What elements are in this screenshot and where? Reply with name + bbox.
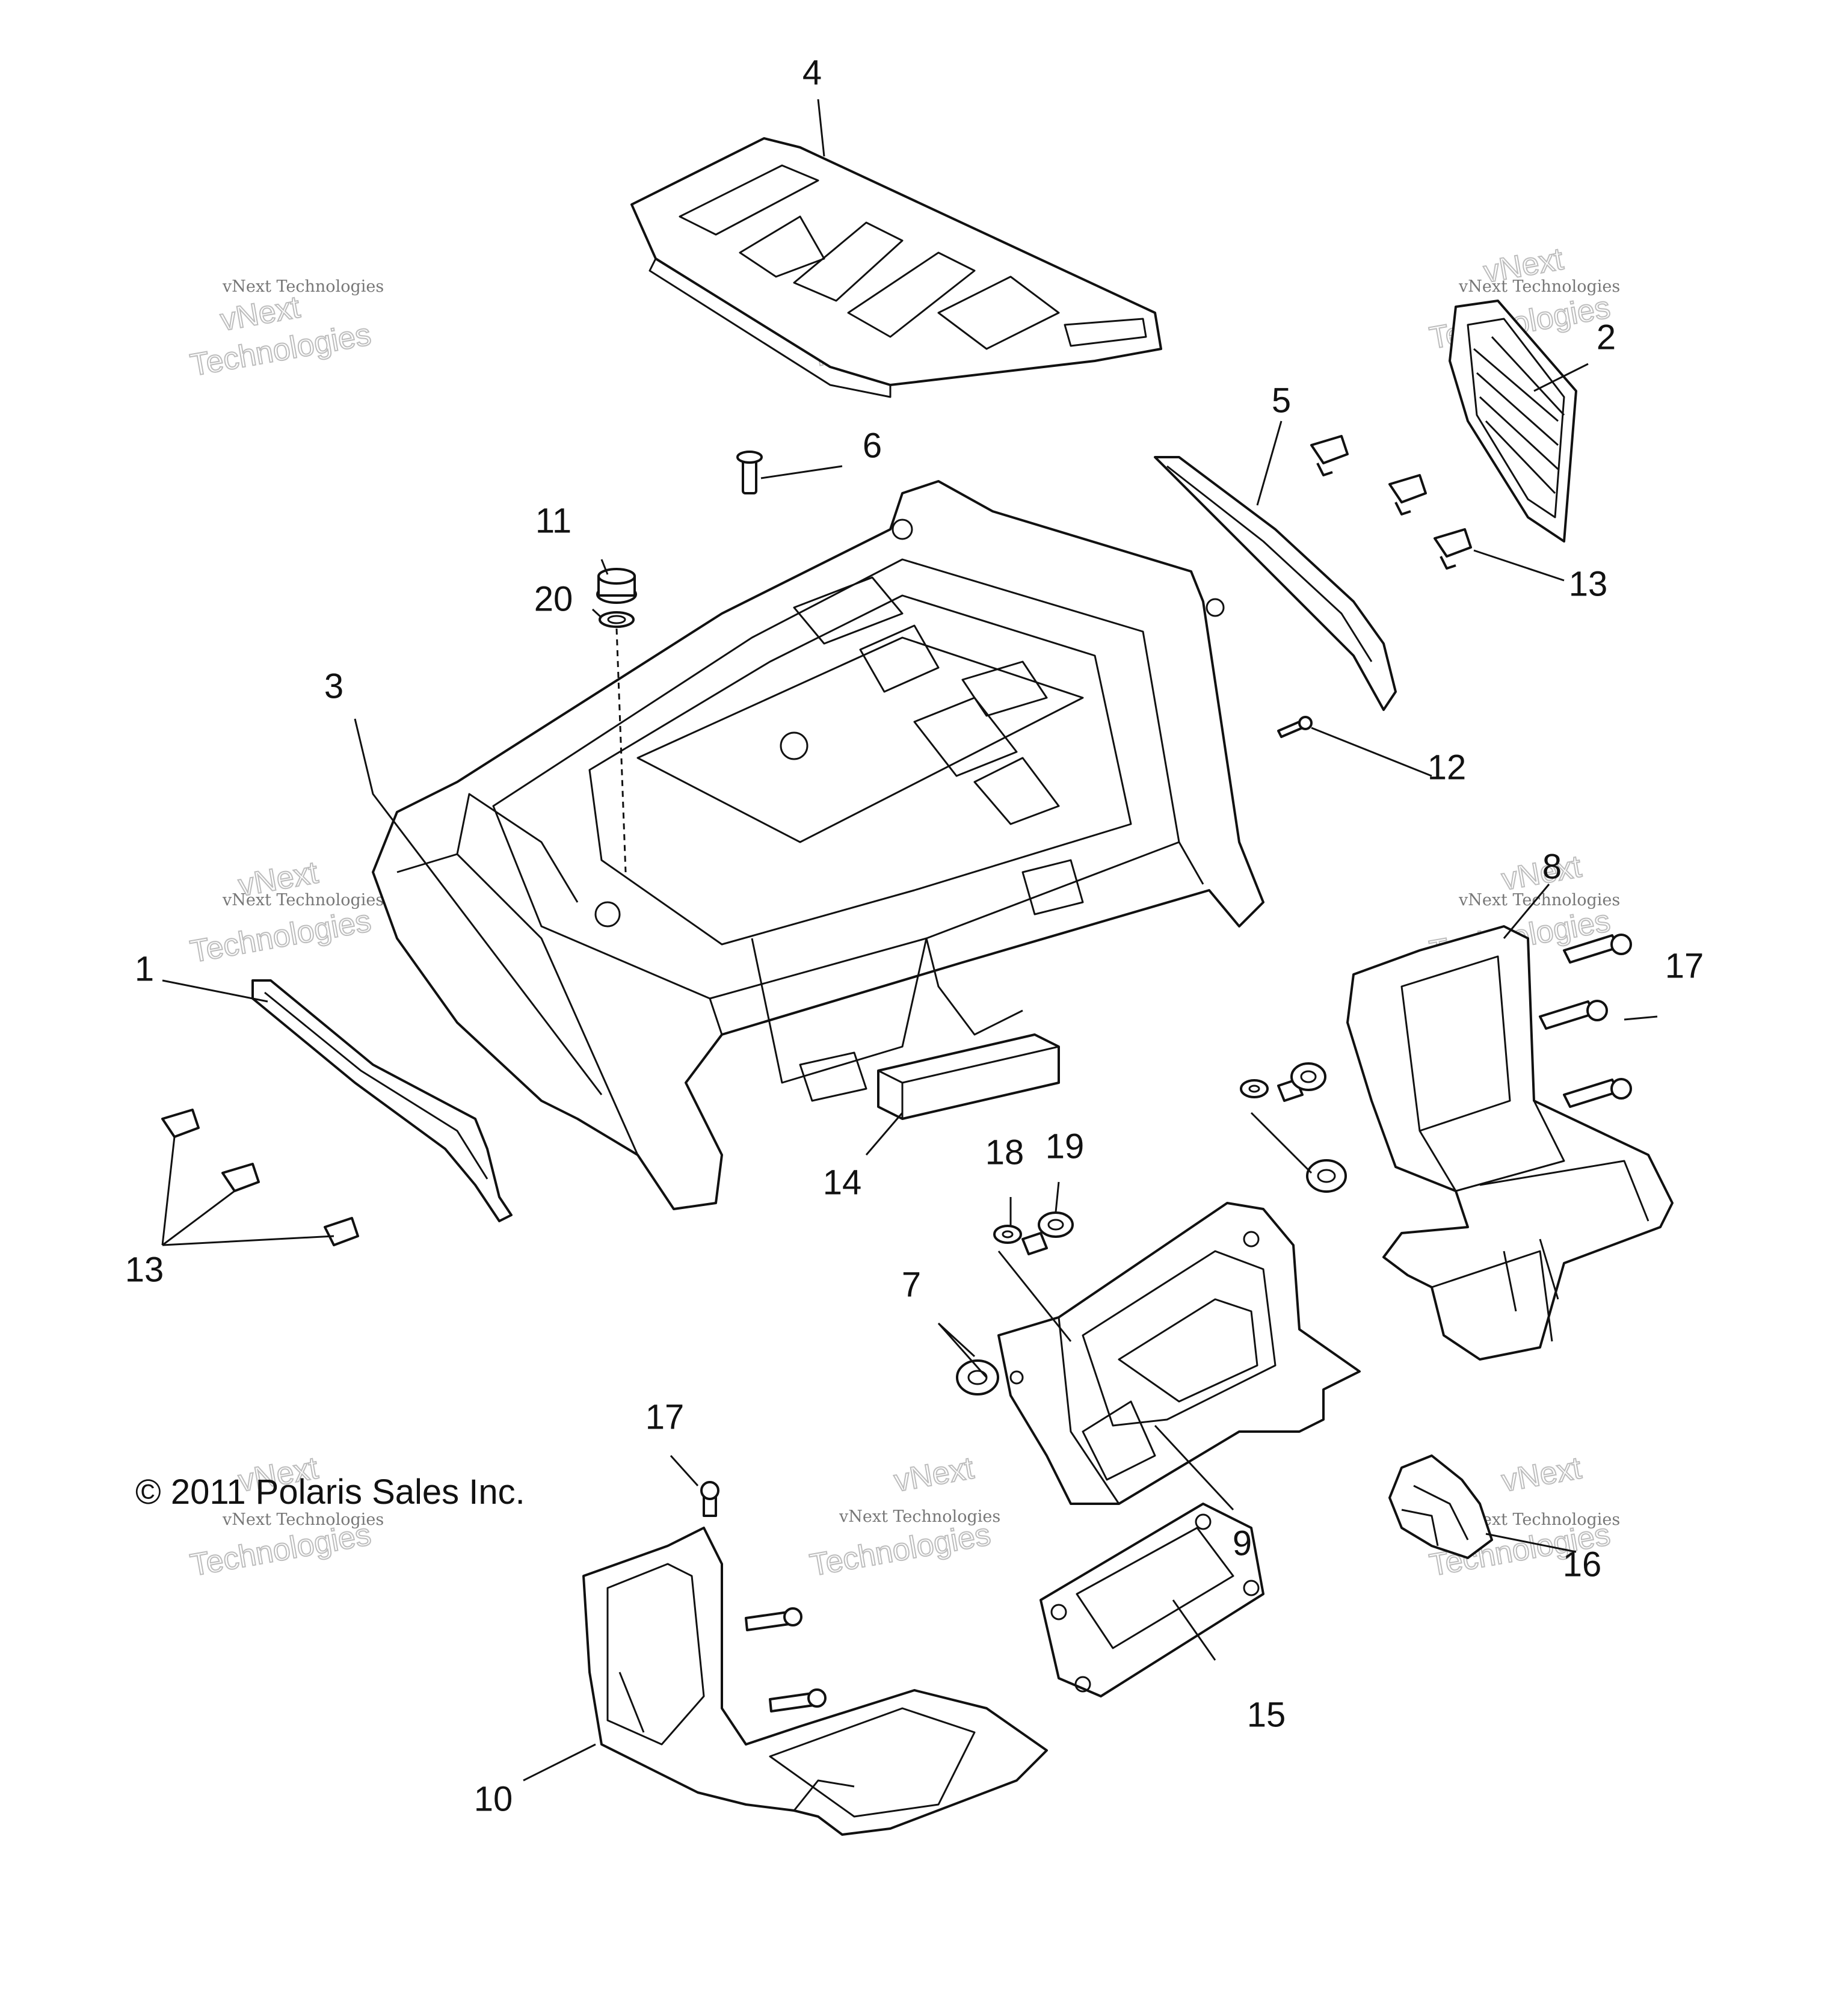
fastener-17-bolt-2: [1539, 1000, 1608, 1030]
watermark-7: vNext vNext Technologies Technologies: [187, 1450, 384, 1584]
part-10-floor-panel: [582, 1527, 1048, 1836]
callout-4: 4: [802, 53, 822, 92]
callout-3: 3: [324, 666, 343, 706]
fastener-17-bolt-3: [1563, 1078, 1632, 1108]
callout-1: 1: [135, 949, 154, 988]
callout-13-top: 13: [1569, 564, 1608, 603]
callout-11: 11: [535, 501, 571, 540]
watermark-brand-text: vNext: [892, 1451, 977, 1499]
watermark-brand-text: vNext: [1499, 1451, 1585, 1499]
fastener-13-rivet-2: [1388, 474, 1427, 515]
part-2-grille-panel: [1449, 300, 1577, 543]
watermark-1: vNext vNext Technologies Technologies: [187, 277, 384, 384]
copyright-text: © 2011 Polaris Sales Inc.: [135, 1472, 525, 1512]
callout-6: 6: [863, 426, 882, 465]
callout-14: 14: [823, 1163, 862, 1202]
part-5-side-rail: [1154, 456, 1397, 711]
part-3-cargo-box: [372, 480, 1264, 1210]
watermark-small-text: vNext Technologies: [1458, 277, 1620, 296]
callout-2: 2: [1597, 318, 1616, 357]
fastener-20-washer: [599, 611, 635, 628]
fastener-13-rivet-3: [1434, 528, 1472, 570]
callout-17-left: 17: [645, 1397, 685, 1436]
watermark-big-text: Technologies: [188, 903, 374, 970]
fastener-18-washer: [993, 1225, 1022, 1244]
watermark-brand-text: vNext: [1499, 849, 1585, 897]
callout-17-right: 17: [1665, 946, 1704, 985]
watermark-4: vNext vNext Technologies Technologies: [187, 855, 384, 970]
watermark-big-text: Technologies: [807, 1517, 993, 1583]
part-14-foam-block: [877, 1033, 1060, 1120]
callout-12: 12: [1428, 748, 1467, 787]
part-16-latch: [1388, 1454, 1493, 1559]
watermark-8: vNext vNext Technologies Technologies: [807, 1450, 1000, 1584]
fastener-17-bolt-6: [769, 1688, 827, 1712]
fastener-13-rivet-6: [324, 1217, 359, 1246]
watermark-small-text: vNext Technologies: [222, 891, 384, 909]
fastener-6-bolt: [736, 451, 763, 494]
fastener-12-screw: [1277, 716, 1313, 738]
part-8-battery-box: [1346, 925, 1674, 1361]
fastener-13-rivet-1: [1310, 435, 1349, 476]
callout-5: 5: [1272, 381, 1291, 420]
part-4-cargo-box-cover: [630, 137, 1162, 398]
fastener-clip-1: [1021, 1232, 1048, 1255]
fastener-nut-2: [1290, 1062, 1326, 1091]
leader-lines: [161, 99, 1658, 1782]
callout-7: 7: [902, 1265, 921, 1304]
fastener-19-nut: [1038, 1211, 1074, 1238]
watermark-small-text: vNext Technologies: [222, 277, 384, 296]
watermark-small-text: vNext Technologies: [222, 1510, 384, 1529]
callout-9: 9: [1233, 1524, 1252, 1563]
fastener-13-rivet-4: [161, 1109, 200, 1138]
fastener-17-bolt-4: [700, 1481, 719, 1517]
callout-10: 10: [474, 1779, 513, 1818]
fastener-grommet-7: [956, 1359, 999, 1395]
fastener-17-bolt-1: [1563, 934, 1632, 964]
part-1-side-rail: [251, 979, 513, 1222]
callout-8: 8: [1542, 847, 1562, 886]
callout-13-left: 13: [125, 1250, 164, 1289]
watermark-small-text: vNext Technologies: [1458, 891, 1620, 909]
callout-16: 16: [1563, 1545, 1602, 1584]
fastener-17-bolt-5: [745, 1607, 802, 1631]
fastener-13-rivet-5: [221, 1163, 260, 1192]
part-9-seat-base-panel: [997, 1202, 1361, 1505]
callout-19: 19: [1046, 1127, 1085, 1166]
part-15-cover-plate: [1040, 1503, 1264, 1697]
fastener-11-grommet: [596, 568, 637, 604]
callout-15: 15: [1247, 1695, 1286, 1734]
callout-20: 20: [534, 579, 573, 618]
fastener-grommet-7a: [1306, 1159, 1347, 1193]
callout-18: 18: [985, 1133, 1024, 1172]
callout-labels: 4 2 5 6 11 20 13 3 12 8 17 1 14 18 19 13…: [125, 53, 1704, 1818]
watermark-small-text: vNext Technologies: [839, 1507, 1000, 1526]
fastener-washer-2: [1240, 1079, 1269, 1098]
